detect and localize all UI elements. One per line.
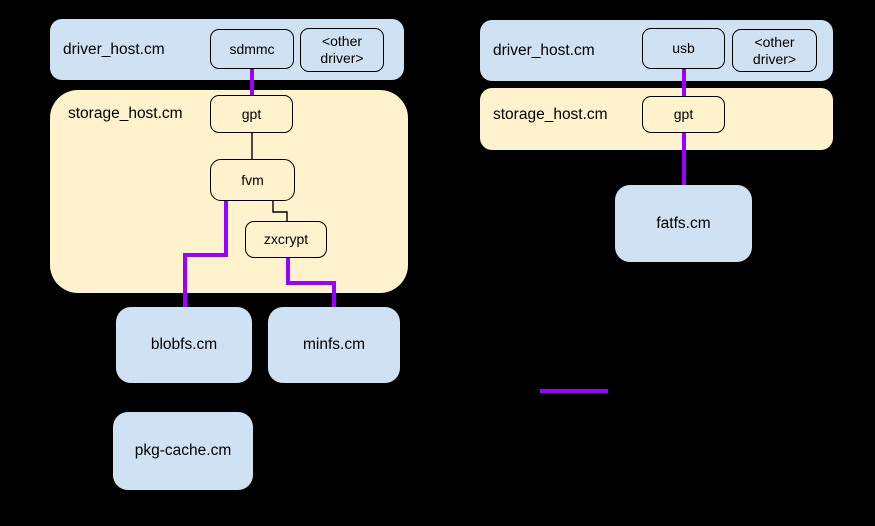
box-fatfs: fatfs.cm	[615, 185, 752, 262]
node-zxcrypt-label: zxcrypt	[263, 231, 309, 247]
box-pkg-cache: pkg-cache.cm	[113, 412, 253, 490]
right-storage-host-label: storage_host.cm	[493, 105, 608, 123]
node-sdmmc: sdmmc	[210, 29, 294, 69]
left-driver-host-box: driver_host.cm sdmmc <other driver>	[50, 19, 404, 80]
node-gpt-right: gpt	[642, 96, 725, 133]
node-gpt-left-label: gpt	[241, 105, 262, 122]
box-fatfs-label: fatfs.cm	[656, 214, 711, 232]
node-other-driver-left-label: <other driver>	[320, 33, 364, 66]
node-fvm-label: fvm	[241, 171, 264, 188]
box-pkg-cache-label: pkg-cache.cm	[134, 442, 232, 459]
node-sdmmc-label: sdmmc	[229, 40, 275, 57]
node-zxcrypt: zxcrypt	[245, 221, 327, 258]
node-fvm: fvm	[210, 159, 295, 201]
right-driver-host-box: driver_host.cm usb <other driver>	[480, 20, 833, 81]
node-usb: usb	[642, 28, 725, 69]
box-minfs-label: minfs.cm	[303, 336, 365, 353]
box-blobfs-label: blobfs.cm	[150, 336, 218, 353]
node-gpt-right-label: gpt	[673, 106, 694, 122]
left-driver-host-label: driver_host.cm	[63, 40, 165, 58]
right-driver-host-label: driver_host.cm	[493, 41, 595, 59]
node-usb-label: usb	[672, 40, 695, 56]
node-other-driver-left: <other driver>	[300, 28, 384, 72]
left-storage-host-box: storage_host.cm gpt fvm zxcrypt	[50, 90, 408, 293]
right-storage-host-box: storage_host.cm gpt	[480, 88, 833, 150]
node-other-driver-right-label: <other driver>	[752, 33, 797, 67]
left-storage-host-label: storage_host.cm	[68, 105, 183, 122]
box-minfs: minfs.cm	[268, 307, 400, 383]
box-blobfs: blobfs.cm	[116, 307, 252, 383]
node-other-driver-right: <other driver>	[732, 29, 817, 72]
node-gpt-left: gpt	[210, 95, 293, 133]
